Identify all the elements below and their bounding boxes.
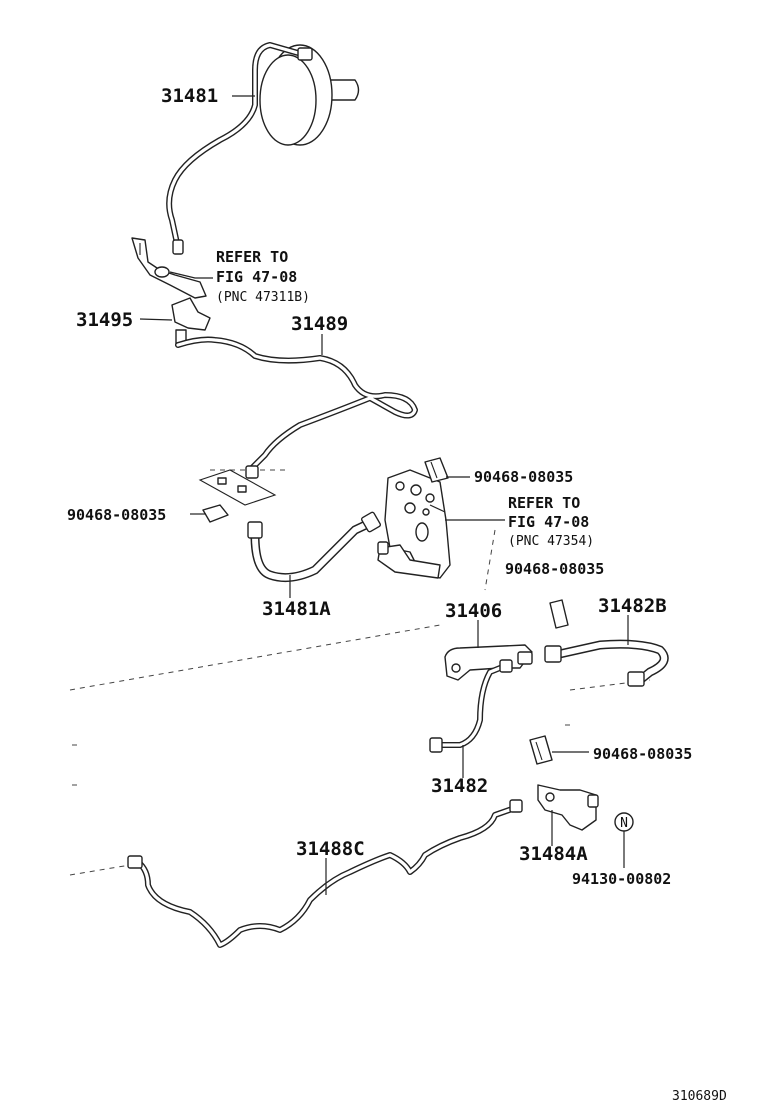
label-31406: 31406 bbox=[445, 600, 502, 622]
label-clip-lower: 90468-08035 bbox=[593, 745, 692, 763]
refer-note-1-line3: (PNC 47311B) bbox=[216, 290, 310, 305]
brake-pipe-31488C bbox=[127, 799, 523, 948]
nut-symbol: N bbox=[614, 812, 634, 832]
mounting-bracket bbox=[377, 469, 451, 579]
label-31481: 31481 bbox=[161, 85, 218, 107]
brake-hose-31482B bbox=[544, 639, 669, 687]
refer-note-1-line1: REFER TO bbox=[216, 248, 288, 266]
refer-note-1-line2: FIG 47-08 bbox=[216, 268, 297, 286]
label-31495: 31495 bbox=[76, 309, 133, 331]
brake-pipe-31489 bbox=[175, 336, 418, 479]
phantom-lines bbox=[69, 59, 651, 876]
clamp-bracket-upper bbox=[131, 237, 207, 299]
label-94130: 94130-00802 bbox=[572, 870, 671, 888]
brake-booster bbox=[259, 44, 360, 146]
brake-pipe-31482 bbox=[429, 659, 513, 753]
label-31481A: 31481A bbox=[262, 598, 331, 620]
bracket-31484A bbox=[537, 784, 599, 831]
refer-note-2-line1: REFER TO bbox=[508, 494, 580, 512]
refer-note-2-line3: (PNC 47354) bbox=[508, 534, 594, 549]
clip-left bbox=[202, 504, 229, 523]
brake-pipe-31481 bbox=[166, 42, 313, 255]
label-31482: 31482 bbox=[431, 775, 488, 797]
refer-note-2-line2: FIG 47-08 bbox=[508, 513, 589, 531]
frame-plate bbox=[198, 469, 277, 506]
bracket-31406 bbox=[444, 644, 533, 681]
label-clip-left: 90468-08035 bbox=[67, 506, 166, 524]
label-31489: 31489 bbox=[291, 313, 348, 335]
label-31482B: 31482B bbox=[598, 595, 667, 617]
brake-hose-31481A bbox=[247, 511, 382, 583]
label-clip-mid: 90468-08035 bbox=[505, 560, 604, 578]
clip-lower bbox=[529, 735, 553, 765]
clip-mid bbox=[549, 599, 569, 629]
leader-lines bbox=[139, 95, 629, 895]
nut-symbol-text: N bbox=[620, 816, 628, 831]
label-31488C: 31488C bbox=[296, 838, 365, 860]
part-labels: 31481 REFER TO FIG 47-08 (PNC 47311B) 31… bbox=[67, 85, 727, 1104]
label-31484A: 31484A bbox=[519, 843, 588, 865]
label-clip-top: 90468-08035 bbox=[474, 468, 573, 486]
figure-code: 310689D bbox=[672, 1089, 727, 1104]
clip-top bbox=[424, 457, 449, 483]
